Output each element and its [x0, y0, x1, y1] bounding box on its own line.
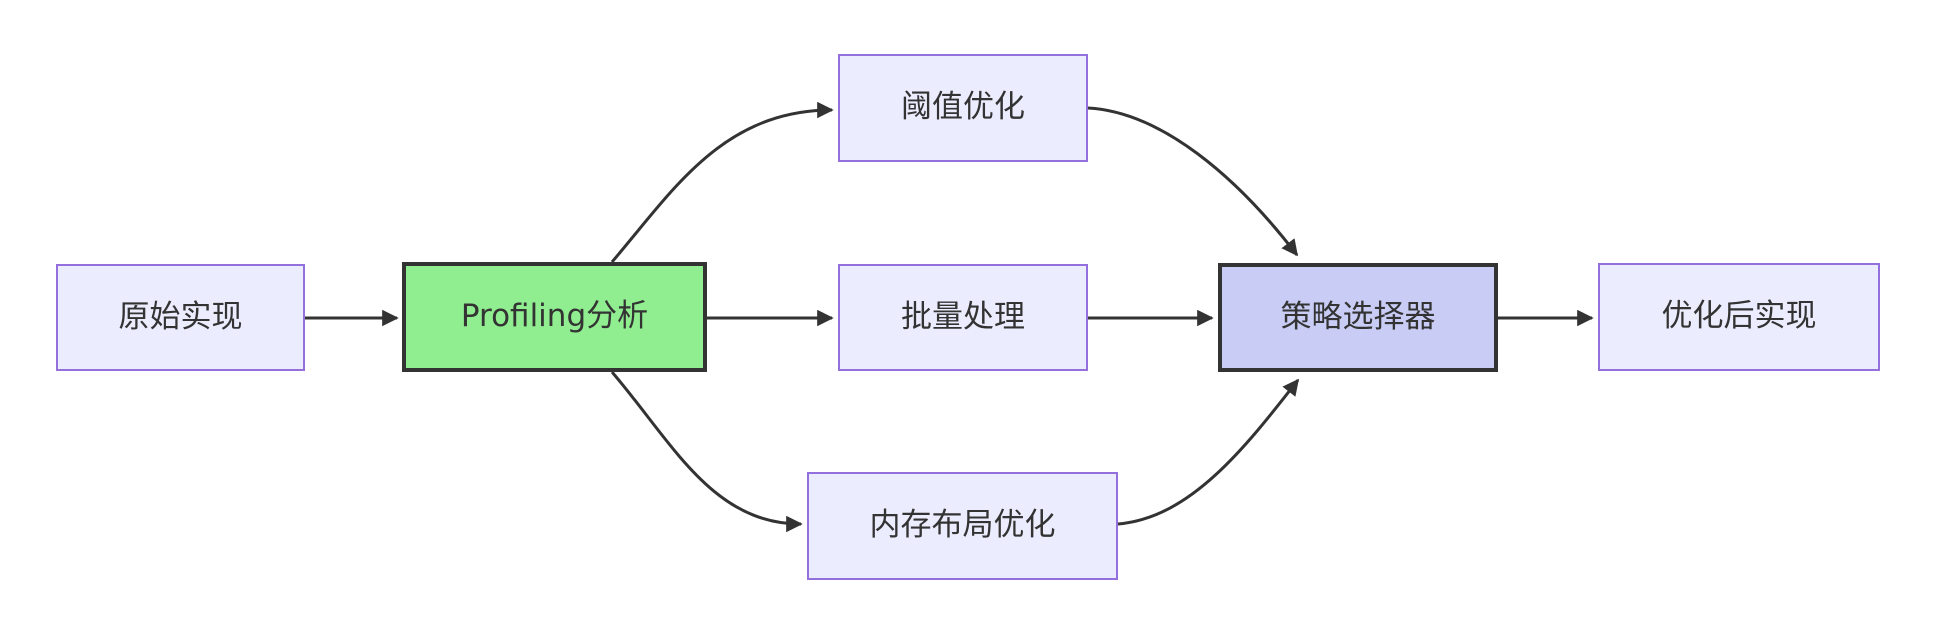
node-label: Profiling分析	[460, 298, 649, 335]
node-label: 原始实现	[118, 298, 243, 335]
node-batch-processing: 批量处理	[838, 264, 1088, 371]
node-threshold-optimization: 阈值优化	[838, 54, 1088, 162]
node-label: 策略选择器	[1280, 298, 1436, 335]
edge-profiling-threshold	[610, 101, 834, 263]
node-profiling-analysis: Profiling分析	[402, 262, 707, 372]
edge-memory-selector	[1117, 378, 1300, 526]
node-original-implementation: 原始实现	[56, 264, 305, 371]
node-label: 批量处理	[901, 298, 1025, 335]
node-strategy-selector: 策略选择器	[1218, 263, 1498, 372]
edge-profiling-memory	[610, 371, 803, 533]
edge-threshold-selector	[1087, 106, 1299, 257]
node-label: 优化后实现	[1661, 298, 1817, 335]
node-optimized-implementation: 优化后实现	[1598, 263, 1880, 371]
node-label: 内存布局优化	[869, 507, 1056, 544]
node-memory-layout-optimization: 内存布局优化	[807, 472, 1118, 580]
node-label: 阈值优化	[901, 89, 1025, 126]
